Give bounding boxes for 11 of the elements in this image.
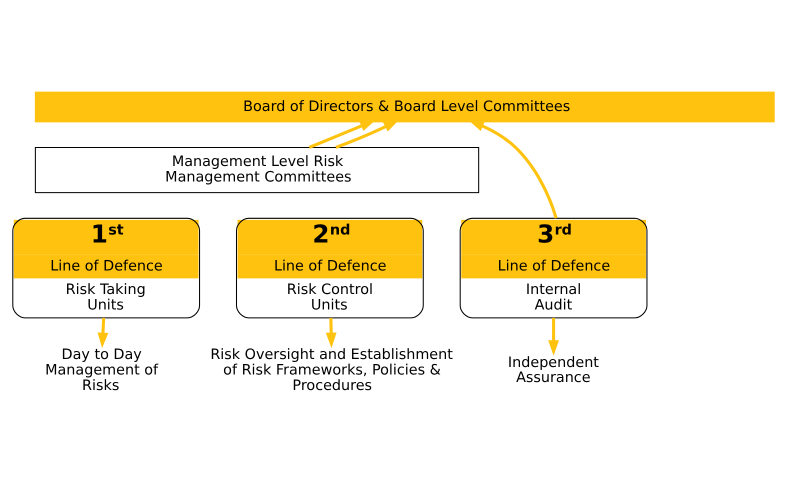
arrow bbox=[326, 318, 337, 348]
arrow bbox=[308, 120, 376, 149]
node-text: Day to Day Management of Risks bbox=[45, 347, 158, 394]
node-text: Risk Oversight and Establishment of Risk Frameworks, Policies & Procedures bbox=[210, 347, 453, 394]
node-box: Board of Directors & Board Level Committees bbox=[34, 92, 775, 122]
arrow bbox=[335, 120, 400, 149]
arrow bbox=[548, 318, 559, 356]
node-box: Management Level Risk Management Committees bbox=[34, 147, 480, 194]
node-text: Independent Assurance bbox=[508, 354, 599, 386]
arrow bbox=[468, 120, 558, 219]
arrow bbox=[98, 318, 108, 348]
